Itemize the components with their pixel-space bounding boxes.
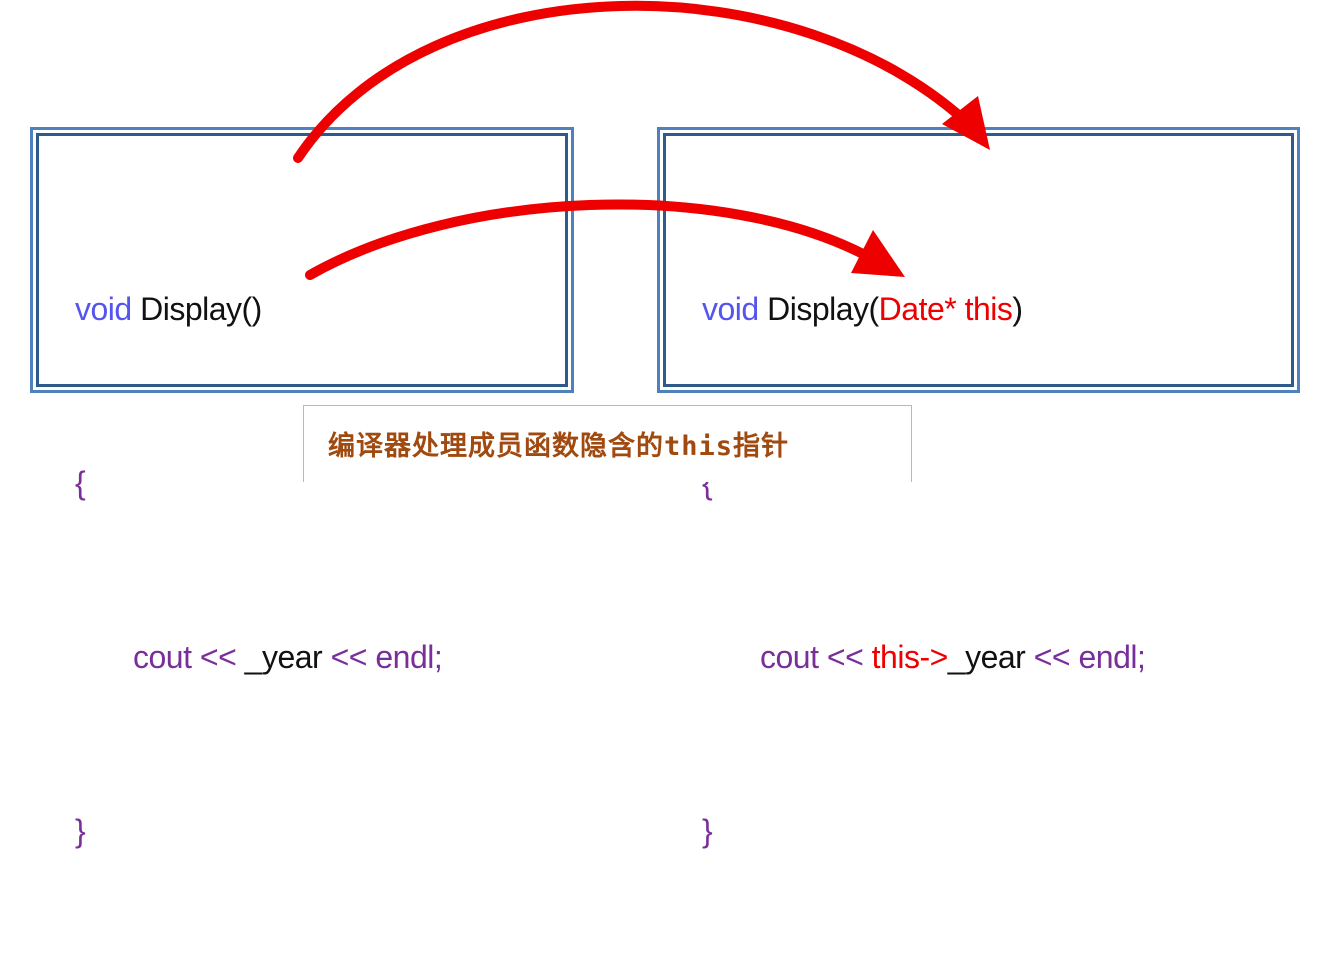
cout-stream: cout << [760, 639, 872, 675]
compiled-code-box: void Display(Date* this) { cout << this-… [657, 127, 1300, 849]
compiled-code-block: void Display(Date* this) { cout << this-… [702, 164, 1146, 964]
caption-box: 编译器处理成员函数隐含的this指针 [303, 405, 912, 482]
keyword-void: void [75, 291, 132, 327]
original-code-box: void Display() { cout << _year << endl; … [30, 127, 574, 849]
function-name: Display( [758, 291, 879, 327]
close-brace: } [702, 813, 713, 849]
code-line-body: cout << _year << endl; [75, 628, 443, 686]
cout-stream: cout << [133, 639, 245, 675]
endl-stream: << endl; [322, 639, 443, 675]
close-brace: } [75, 813, 86, 849]
original-code-box-inner: void Display() { cout << _year << endl; … [36, 133, 568, 849]
this-parameter: Date* this [878, 291, 1013, 327]
this-pointer-access: this-> [871, 639, 949, 675]
year-member: _year [947, 639, 1026, 675]
code-line-body: cout << this->_year << endl; [702, 628, 1146, 686]
open-brace: { [75, 465, 86, 501]
code-line-signature: void Display() [75, 280, 442, 338]
caption-text: 编译器处理成员函数隐含的this指针 [328, 431, 790, 462]
function-signature: Display() [131, 291, 262, 327]
original-code-block: void Display() { cout << _year << endl; … [75, 164, 443, 964]
year-member: _year [244, 639, 323, 675]
keyword-void: void [702, 291, 759, 327]
close-paren: ) [1012, 291, 1023, 327]
code-line-close-brace: } [702, 802, 1145, 860]
endl-stream: << endl; [1025, 639, 1146, 675]
compiled-code-box-inner: void Display(Date* this) { cout << this-… [663, 133, 1294, 849]
code-line-close-brace: } [75, 802, 442, 860]
code-line-signature: void Display(Date* this) [702, 280, 1145, 338]
